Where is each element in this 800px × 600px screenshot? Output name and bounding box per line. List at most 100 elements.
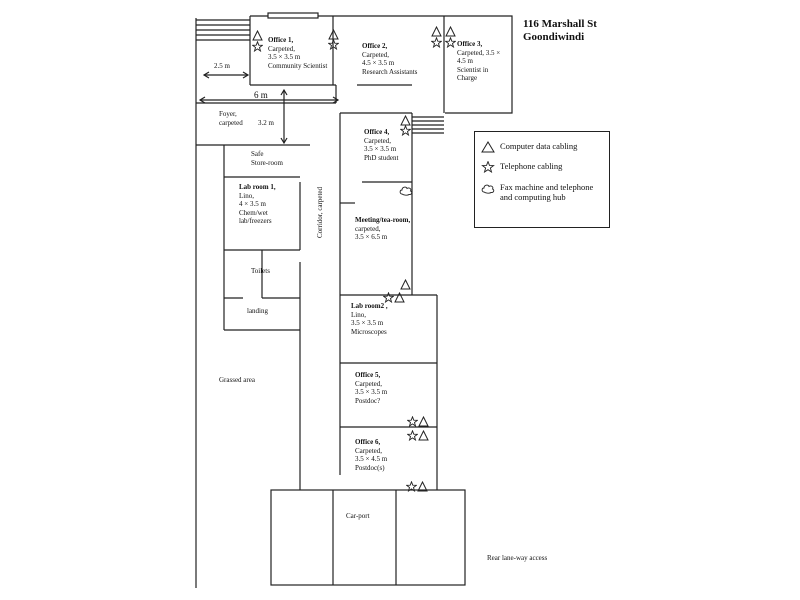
room-detail: PhD student (364, 153, 399, 162)
triangle-icon (418, 430, 429, 441)
star-icon (407, 416, 418, 427)
dimension-label: 2.5 m (214, 62, 230, 70)
room-detail: 3.5 × 3.5 m (268, 53, 301, 61)
cloud-icon (481, 184, 495, 194)
street-address: 116 Marshall St Goondiwindi (523, 18, 597, 44)
triangle-icon (418, 416, 429, 427)
window (267, 12, 319, 19)
room-lab-1: Lab room 1, Lino, 4 × 3.5 m Chem/wet lab… (239, 183, 276, 226)
room-toilets: Toilets (251, 267, 270, 276)
room-office-3: Office 3, Carpeted, 3.5 × 4.5 m Scientis… (457, 40, 500, 83)
room-detail: Carpeted, (364, 136, 392, 145)
room-office-5: Office 5, Carpeted, 3.5 × 3.5 m Postdoc? (355, 371, 387, 405)
room-name: Lab room2 , (351, 302, 388, 310)
legend-label: Telephone cabling (500, 161, 563, 171)
room-detail: Carpeted, (355, 446, 383, 455)
carport-outline (270, 489, 466, 586)
address-line-1: 116 Marshall St (523, 18, 597, 30)
legend-item-telephone-cabling: Telephone cabling (481, 161, 600, 173)
room-detail: Car-port (346, 512, 370, 520)
triangle-icon (445, 26, 456, 37)
room-detail: Charge (457, 74, 478, 82)
legend-item-fax-hub: Fax machine and telephone and computing … (481, 182, 600, 202)
room-detail: 3.5 × 3.5 m (351, 319, 384, 327)
room-detail: 3.5 × 6.5 m (355, 233, 388, 241)
room-detail: Research Assistants (362, 67, 418, 76)
room-detail: Postdoc? (355, 396, 381, 405)
room-detail: Carpeted, (268, 44, 296, 53)
star-icon (252, 41, 263, 52)
room-office-4: Office 4, Carpeted, 3.5 × 3.5 m PhD stud… (364, 128, 398, 162)
room-detail: Carpeted, (355, 379, 383, 388)
star-icon (400, 125, 411, 136)
legend-item-data-cabling: Computer data cabling (481, 141, 600, 153)
room-lab-2: Lab room2 , Lino, 3.5 × 3.5 m Microscope… (351, 302, 388, 336)
triangle-icon (431, 26, 442, 37)
room-carport: Car-port (346, 512, 370, 521)
star-icon (407, 430, 418, 441)
room-detail: Lino, (239, 191, 254, 200)
dimension-label: 6 m (254, 90, 268, 100)
area-grassed: Grassed area (219, 376, 255, 384)
room-office-2: Office 2, Carpeted, 4.5 × 3.5 m Research… (362, 42, 417, 76)
room-detail: Carpeted, (362, 50, 390, 59)
room-detail: 3.5 × 3.5 m (364, 145, 397, 153)
area-detail: carpeted (219, 118, 243, 127)
room-detail: Microscopes (351, 327, 387, 336)
room-name: Office 1, (268, 36, 294, 44)
triangle-icon (481, 141, 495, 153)
room-name: Office 6, (355, 438, 381, 446)
triangle-icon (252, 30, 263, 41)
room-store: Safe Store-room (251, 150, 283, 167)
area-rear-access: Rear lane-way access (487, 554, 548, 562)
room-landing: landing (247, 307, 268, 316)
room-detail: lab/freezers (239, 217, 272, 225)
room-name: Office 2, (362, 42, 388, 50)
triangle-icon (400, 279, 411, 290)
room-detail: landing (247, 307, 268, 315)
area-foyer: Foyer, carpeted (219, 110, 243, 127)
room-detail: 4.5 × 3.5 m (362, 59, 395, 67)
room-detail: 4.5 m (457, 57, 473, 65)
area-detail: Foyer, (219, 110, 237, 118)
room-name: Meeting/tea-room, (355, 216, 411, 224)
room-office-6: Office 6, Carpeted, 3.5 × 4.5 m Postdoc(… (355, 438, 387, 472)
room-detail: Carpeted, 3.5 × (457, 48, 501, 57)
room-detail: carpeted, (355, 224, 381, 233)
entry-steps (196, 19, 250, 41)
room-detail: Scientist in (457, 65, 489, 74)
legend: Computer data cabling Telephone cabling … (474, 131, 610, 228)
room-detail: Community Scientist (268, 61, 328, 70)
rear-steps (412, 116, 444, 134)
room-detail: Store-room (251, 158, 283, 167)
room-detail: Postdoc(s) (355, 463, 385, 472)
room-office-1: Office 1, Carpeted, 3.5 × 3.5 m Communit… (268, 36, 327, 70)
room-meeting: Meeting/tea-room, carpeted, 3.5 × 6.5 m (355, 216, 410, 242)
triangle-icon (394, 292, 405, 303)
room-detail: 3.5 × 3.5 m (355, 388, 388, 396)
room-detail: 4 × 3.5 m (239, 200, 266, 208)
front-wing-outline (250, 15, 513, 114)
area-corridor: Corridor, carpeted (316, 186, 324, 238)
room-name: Office 4, (364, 128, 390, 136)
address-line-2: Goondiwindi (523, 31, 585, 43)
star-icon (328, 39, 339, 50)
star-icon (406, 481, 417, 492)
room-name: Office 5, (355, 371, 381, 379)
cloud-icon (399, 186, 413, 196)
dimension-label: 3.2 m (258, 119, 274, 127)
room-detail: Safe (251, 150, 264, 158)
room-detail: 3.5 × 4.5 m (355, 455, 388, 463)
legend-label: Fax machine and telephone and computing … (500, 182, 594, 202)
star-icon (383, 292, 394, 303)
triangle-icon (417, 481, 428, 492)
room-name: Office 3, (457, 40, 483, 48)
star-icon (431, 37, 442, 48)
legend-label: Computer data cabling (500, 141, 578, 151)
room-detail: Toilets (251, 267, 270, 275)
room-name: Lab room 1, (239, 183, 276, 191)
room-detail: Chem/wet (239, 208, 268, 217)
star-icon (445, 37, 456, 48)
room-detail: Lino, (351, 310, 366, 319)
